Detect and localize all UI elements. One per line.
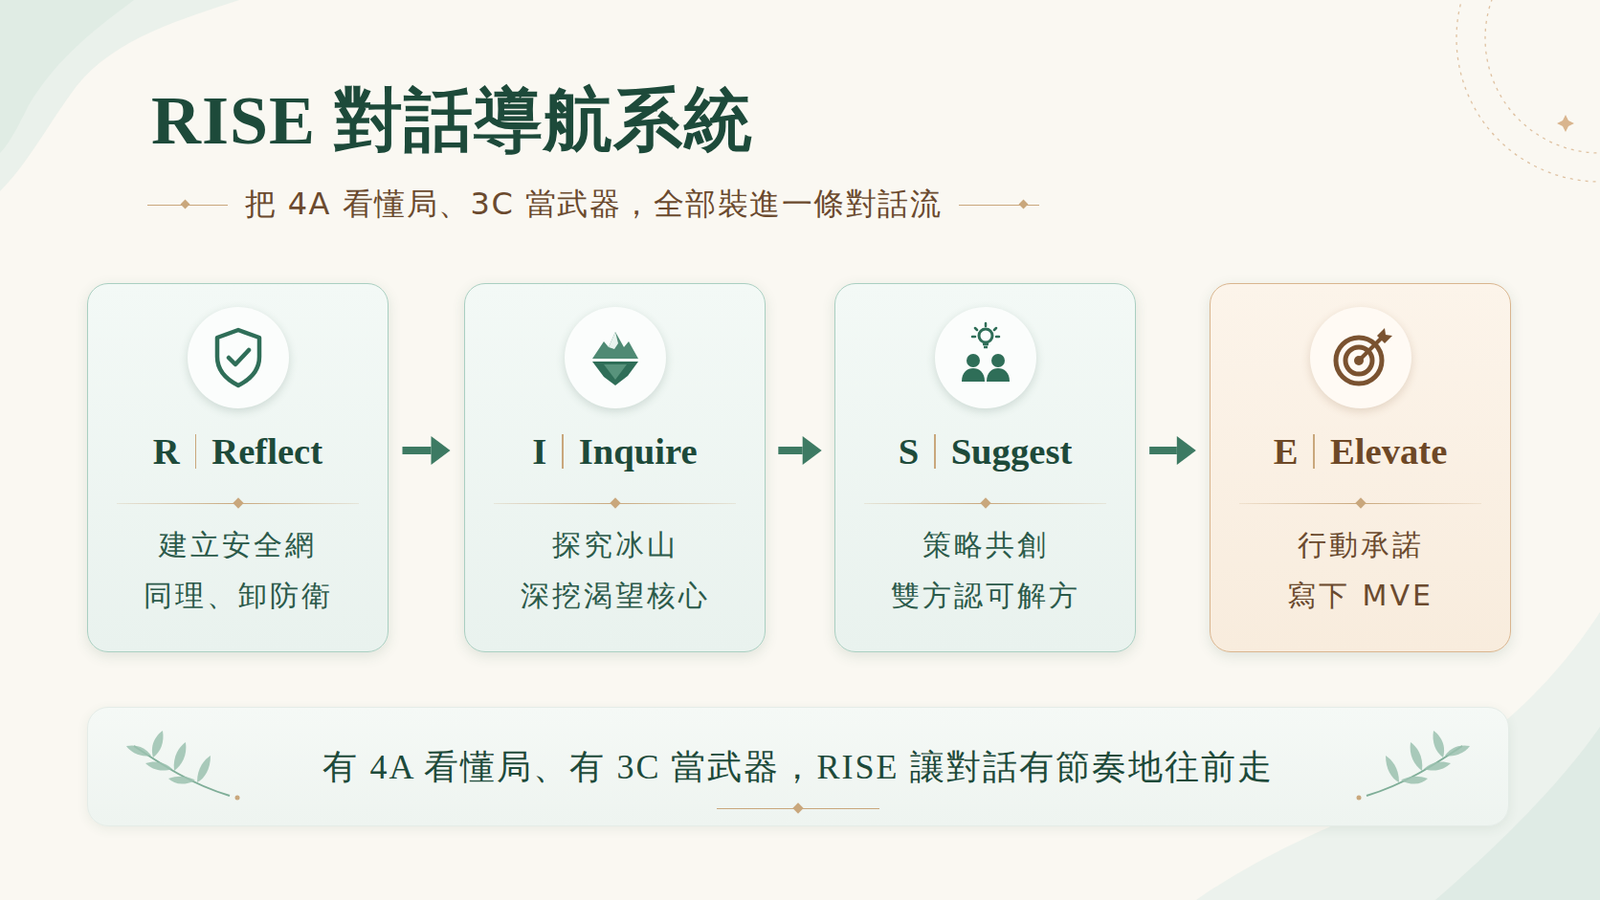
step-description: 深挖渴望核心	[472, 570, 757, 622]
step-icon	[1310, 307, 1412, 409]
card-heading: I Inquire	[470, 425, 759, 478]
flow-arrow	[402, 436, 451, 466]
card-heading: E Elevate	[1216, 425, 1505, 478]
ornament-rule	[1239, 498, 1482, 509]
step-description: 同理、卸防衛	[95, 570, 380, 622]
step-letter: E	[1273, 430, 1299, 473]
step-icon	[564, 307, 667, 409]
step-description: 雙方認可解方	[843, 570, 1128, 622]
heading-divider	[561, 434, 564, 469]
card-body: 策略共創雙方認可解方	[843, 519, 1128, 622]
subtitle-ornament	[147, 199, 228, 211]
heading-divider	[195, 434, 198, 469]
icon-circle	[187, 307, 289, 409]
subtitle-ornament	[958, 199, 1040, 211]
step-name: Reflect	[211, 430, 323, 473]
card-heading: R Reflect	[93, 425, 382, 478]
ornament-rule	[716, 803, 880, 814]
flow-arrow	[1149, 436, 1197, 466]
summary-text: 有 4A 看懂局、有 3C 當武器，RISE 讓對話有節奏地往前走	[222, 744, 1375, 792]
card-body: 行動承諾寫下 MVE	[1218, 519, 1503, 622]
icon-circle	[1310, 307, 1412, 409]
ornament-rule	[864, 498, 1107, 509]
step-description: 策略共創	[843, 519, 1128, 571]
step-description: 建立安全網	[95, 519, 380, 571]
step-icon	[934, 307, 1037, 409]
step-name: Inquire	[578, 430, 698, 473]
step-card: I Inquire 探究冰山深挖渴望核心	[464, 283, 766, 653]
card-body: 建立安全網同理、卸防衛	[95, 519, 380, 622]
ornament-rule	[493, 498, 736, 509]
card-heading: S Suggest	[841, 425, 1130, 478]
step-letter: I	[532, 430, 547, 473]
step-card: E Elevate 行動承諾寫下 MVE	[1209, 283, 1512, 653]
step-name: Elevate	[1330, 430, 1447, 473]
leaf-ornament	[124, 727, 249, 814]
step-card: R Reflect 建立安全網同理、卸防衛	[87, 283, 389, 653]
subtitle-row: 把 4A 看懂局、3C 當武器，全部裝進一條對話流	[86, 183, 1101, 226]
diagram-title: RISE 對話導航系統	[151, 74, 754, 167]
step-card: S Suggest 策略共創雙方認可解方	[834, 283, 1136, 653]
icon-circle	[934, 307, 1037, 409]
step-name: Suggest	[951, 430, 1073, 473]
ornament-rule	[116, 498, 359, 509]
icon-circle	[564, 307, 667, 409]
leaf-ornament	[1347, 727, 1472, 814]
flow-arrow	[777, 436, 822, 466]
step-letter: R	[153, 430, 180, 473]
step-description: 行動承諾	[1218, 519, 1503, 571]
step-description: 探究冰山	[472, 519, 757, 571]
summary-band: 有 4A 看懂局、有 3C 當武器，RISE 讓對話有節奏地往前走	[87, 707, 1510, 827]
step-icon	[187, 307, 289, 409]
subtitle: 把 4A 看懂局、3C 當武器，全部裝進一條對話流	[244, 183, 943, 226]
step-letter: S	[898, 430, 920, 473]
heading-divider	[1312, 434, 1315, 469]
card-body: 探究冰山深挖渴望核心	[472, 519, 757, 622]
heading-divider	[933, 434, 936, 469]
step-description: 寫下 MVE	[1218, 570, 1503, 622]
